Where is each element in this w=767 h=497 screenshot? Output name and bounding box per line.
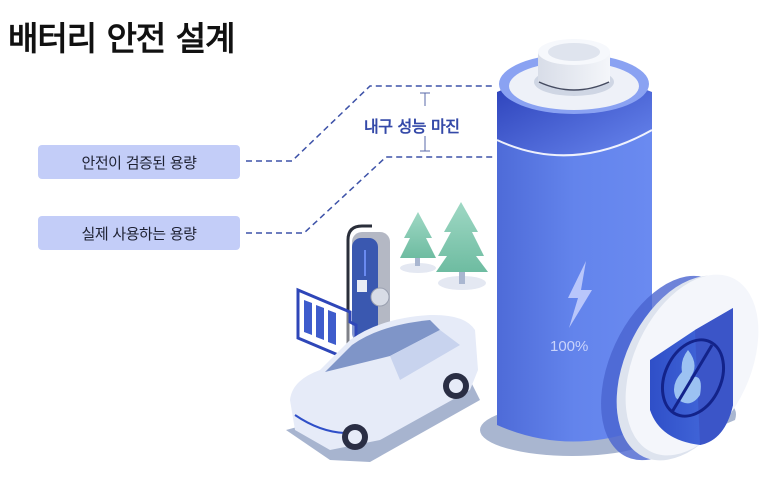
verified-capacity-text: 안전이 검증된 용량 bbox=[81, 153, 197, 172]
no-fire-shield-badge bbox=[601, 274, 759, 461]
durability-margin-label: 내구 성능 마진 bbox=[364, 117, 460, 136]
verified-capacity-label: 안전이 검증된 용량 bbox=[38, 145, 240, 179]
actual-capacity-text: 실제 사용하는 용량 bbox=[81, 224, 197, 243]
electric-car-icon bbox=[286, 314, 480, 462]
actual-capacity-label: 실제 사용하는 용량 bbox=[38, 216, 240, 250]
ev-charger-icon bbox=[346, 224, 390, 345]
connector-lines bbox=[246, 85, 494, 234]
no-fire-shield-icon bbox=[650, 308, 733, 445]
page-title: 배터리 안전 설계 bbox=[8, 19, 235, 58]
actual-capacity-connector bbox=[246, 156, 494, 234]
pine-trees-icon bbox=[400, 202, 488, 290]
lightning-bolt-icon bbox=[568, 261, 592, 328]
battery-level-icon bbox=[296, 287, 358, 363]
verified-capacity-connector bbox=[246, 85, 494, 162]
battery-charge-percent: 100% bbox=[550, 338, 589, 355]
margin-bracket bbox=[420, 92, 430, 152]
